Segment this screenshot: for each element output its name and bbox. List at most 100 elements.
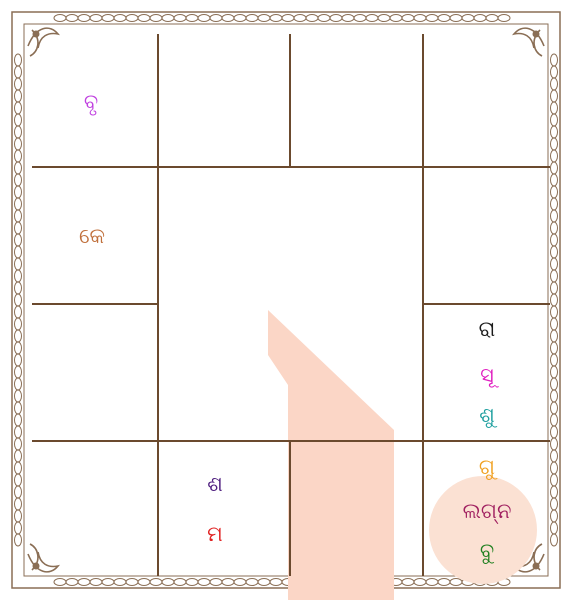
house-r3c4-planet-2: ସୂ [480,365,494,386]
frame-scroll-loop [126,15,138,22]
frame-scroll-loop [15,474,22,486]
frame-scroll-loop [15,258,22,270]
frame-scroll-loop [15,150,22,162]
frame-scroll-loop [462,15,474,22]
frame-scroll-loop [551,330,558,342]
watermark-shape [268,310,394,600]
frame-scroll-loop [15,102,22,114]
house-r3c4-planet-3: ଶୁ [479,405,495,426]
frame-scroll-loop [15,426,22,438]
frame-scroll-loop [15,54,22,66]
frame-scroll-loop [330,15,342,22]
frame-scroll-loop [15,522,22,534]
frame-scroll-loop [551,198,558,210]
frame-scroll-loop [551,78,558,90]
house-r4c4-planet-1: ଗୁ [479,457,495,478]
frame-scroll-loop [246,15,258,22]
frame-scroll-loop [551,138,558,150]
frame-scroll-loop [551,258,558,270]
frame-scroll-loop [551,90,558,102]
house-r1c1-planet-1: ବୃ [84,92,98,113]
frame-scroll-loop [282,15,294,22]
house-r4c2-planet-1: ଶ [207,474,223,495]
watermark-logo-icon [268,310,394,600]
frame-scroll-loop [450,15,462,22]
frame-scroll-loop [551,162,558,174]
frame-scroll-loop [66,579,78,586]
frame-scroll-loop [474,15,486,22]
frame-scroll-left [15,54,22,546]
frame-scroll-loop [234,579,246,586]
frame-scroll-loop [354,15,366,22]
frame-scroll-loop [102,579,114,586]
frame-scroll-loop [15,114,22,126]
frame-scroll-loop [162,579,174,586]
frame-scroll-loop [551,402,558,414]
frame-scroll-loop [551,246,558,258]
house-r4c4-lagna-label: ଲଗ୍ନ [463,501,512,522]
frame-scroll-loop [551,102,558,114]
frame-scroll-loop [222,15,234,22]
frame-scroll-loop [551,126,558,138]
frame-scroll-loop [551,366,558,378]
frame-scroll-loop [15,366,22,378]
frame-scroll-loop [258,15,270,22]
frame-scroll-loop [186,579,198,586]
frame-scroll-loop [15,486,22,498]
frame-scroll-loop [15,66,22,78]
frame-scroll-loop [551,54,558,66]
frame-scroll-loop [414,15,426,22]
frame-scroll-loop [15,354,22,366]
frame-scroll-loop [234,15,246,22]
frame-scroll-loop [138,15,150,22]
frame-scroll-loop [15,246,22,258]
frame-scroll-loop [426,15,438,22]
frame-scroll-loop [54,579,66,586]
frame-scroll-loop [15,498,22,510]
frame-scroll-loop [114,15,126,22]
house-r4c2-planet-2: ମ [207,524,223,545]
frame-scroll-loop [551,390,558,402]
frame-scroll-loop [551,306,558,318]
frame-scroll-loop [438,15,450,22]
frame-scroll-loop [90,15,102,22]
frame-scroll-loop [426,579,438,586]
frame-scroll-loop [438,579,450,586]
frame-scroll-loop [414,579,426,586]
frame-scroll-loop [551,210,558,222]
frame-scroll-loop [246,579,258,586]
frame-scroll-loop [551,318,558,330]
frame-scroll-loop [66,15,78,22]
frame-scroll-loop [402,579,414,586]
frame-scroll-loop [551,150,558,162]
frame-scroll-loop [126,579,138,586]
frame-scroll-loop [15,234,22,246]
frame-scroll-loop [15,402,22,414]
frame-scroll-loop [78,15,90,22]
frame-scroll-loop [15,90,22,102]
frame-scroll-loop [186,15,198,22]
frame-scroll-loop [551,522,558,534]
frame-scroll-loop [15,318,22,330]
house-r3c4-planet-1: ରା [479,319,496,340]
corner-flourish-top-left-icon [28,28,58,56]
frame-scroll-loop [174,15,186,22]
frame-scroll-loop [294,15,306,22]
frame-scroll-loop [15,270,22,282]
frame-scroll-loop [114,579,126,586]
frame-scroll-loop [15,210,22,222]
frame-scroll-loop [90,579,102,586]
frame-scroll-loop [15,186,22,198]
frame-scroll-loop [15,462,22,474]
house-r2c1-planet-1: କେ [79,226,105,247]
frame-scroll-loop [210,579,222,586]
frame-scroll-loop [450,579,462,586]
frame-scroll-loop [551,222,558,234]
frame-scroll-loop [102,15,114,22]
frame-scroll-loop [15,390,22,402]
frame-scroll-bottom [54,579,510,586]
frame-scroll-loop [270,579,282,586]
frame-scroll-loop [390,15,402,22]
frame-scroll-loop [402,15,414,22]
frame-scroll-loop [54,15,66,22]
